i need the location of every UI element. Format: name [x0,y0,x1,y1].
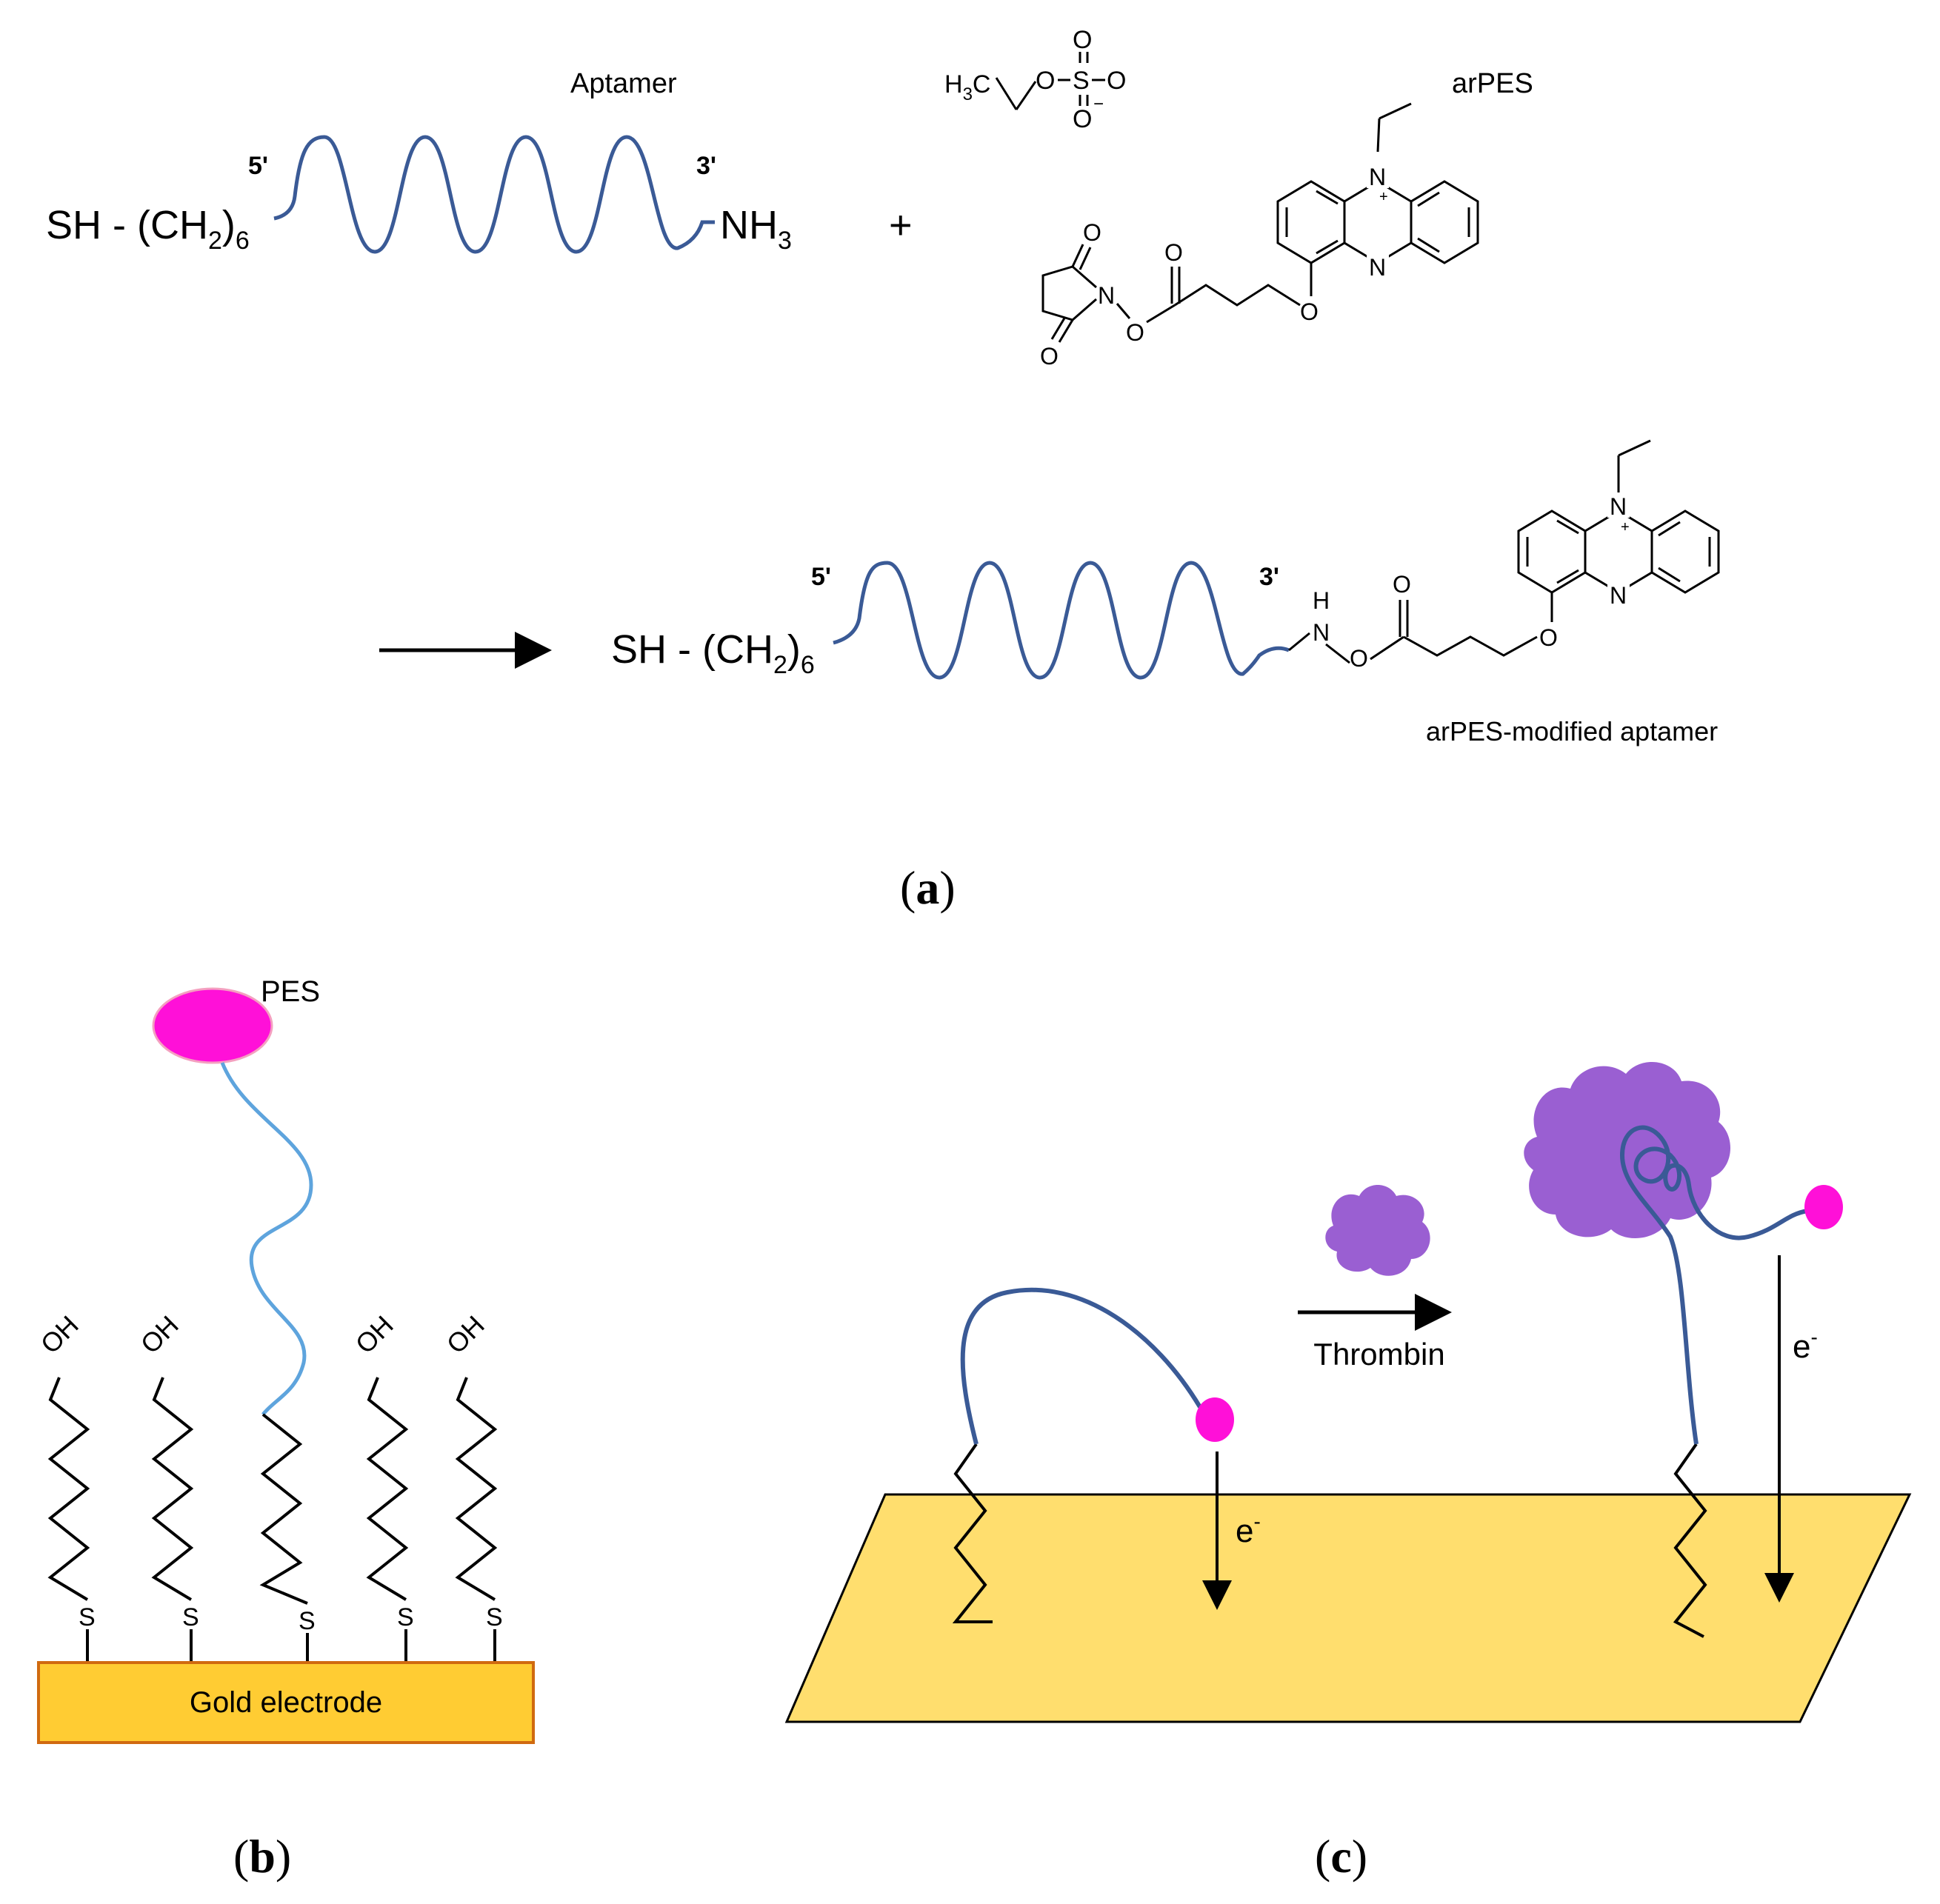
aptamer-label: Aptamer [570,68,677,99]
product-o-ether: O [1539,624,1558,651]
oh-label-4: OH [441,1309,490,1359]
aptamer-strand-reactant [273,135,715,254]
five-prime-label-reactant: 5' [248,152,268,180]
product-label: arPES-modified aptamer [1426,716,1718,746]
aptamer-strand-left [960,1287,1202,1445]
ethyl-sulfate: H3C O S O O O − [944,26,1126,133]
electrode-surface [784,1493,1912,1723]
pes-label: PES [261,975,320,1008]
caption-b: (b) [233,1830,291,1883]
s-label-1: S [79,1603,96,1631]
arpes-o-ether: O [1300,298,1319,325]
sulfate-charge: − [1093,94,1104,114]
three-prime-label-product: 3' [1259,563,1279,591]
arpes-o-carbonyl: O [1164,239,1183,266]
arpes-o-nhs: O [1126,319,1144,346]
sulfate-o-bottom: O [1073,105,1092,133]
product-n: N [1610,582,1627,609]
five-prime-label-product: 5' [811,563,831,591]
arpes-structure: arPES N + N O [1040,68,1533,370]
h3c-text: H3C [944,70,990,104]
plus-sign: + [889,203,913,247]
thrombin-step: Thrombin [1298,1185,1452,1372]
sulfate-o-right: O [1107,67,1126,95]
arpes-n: N [1369,254,1386,281]
aptamer-linker-b [220,1062,313,1416]
gold-electrode [37,1661,535,1744]
unbound-aptamer: e- [952,1287,1261,1623]
aptamer-strand-product [833,561,1290,680]
caption-a: (a) [900,861,956,914]
oh-label-3: OH [350,1309,399,1359]
arpes-o-succ-bottom: O [1040,343,1059,370]
sulfate-o-top: O [1073,26,1092,54]
reactant-aptamer: Aptamer 5' 3' SH - (CH2)6 NH3 [46,68,792,255]
electron-label-right: e- [1793,1326,1818,1365]
sh-linker-text-product: SH - (CH2)6 [611,627,815,679]
pes-dot-right [1804,1185,1843,1229]
thrombin-large [1524,1061,1731,1238]
s-label-4: S [397,1603,414,1631]
panel-c: e- Thrombin e- (c) [784,1061,1912,1883]
oh-label-1: OH [35,1309,84,1359]
nh3-text: NH3 [720,203,792,255]
arpes-n-plus: N [1369,164,1386,190]
arpes-n-succinimide: N [1098,282,1115,309]
arpes-label: arPES [1452,68,1533,99]
electron-label-left: e- [1236,1510,1261,1549]
bound-aptamer: e- [1524,1061,1843,1638]
gold-electrode-label: Gold electrode [190,1686,382,1719]
caption-c: (c) [1315,1830,1367,1883]
anchor-left [952,1443,993,1623]
s-label-5: S [486,1603,503,1631]
product-o-carbonyl: O [1393,571,1411,598]
product-n-charge: + [1621,519,1630,535]
thrombin-small [1325,1185,1430,1276]
sulfate-s: S [1073,67,1090,95]
oh-label-2: OH [135,1309,184,1359]
product-arpes: H N O O O N + N [1288,439,1720,746]
s-label-2: S [182,1603,199,1631]
panel-b: PES OH OH OH OH S S S S S Gold electrode… [35,975,535,1883]
three-prime-label-reactant: 3' [696,152,716,180]
pes-dot-left [1196,1397,1234,1442]
arpes-o-succ-top: O [1083,219,1101,246]
anchor-right [1673,1443,1707,1638]
product-n: N [1313,619,1330,646]
product-aptamer: 5' 3' SH - (CH2)6 [611,561,1290,680]
sam-chains [47,1377,498,1663]
s-label-3: S [299,1607,316,1635]
pes-molecule [152,987,273,1064]
aptamer-strand-right [1619,1125,1808,1445]
product-n-plus: N [1610,493,1627,520]
product-o-link: O [1350,645,1368,672]
arpes-n-charge: + [1379,189,1388,205]
thrombin-label: Thrombin [1313,1337,1444,1372]
sh-linker-text-reactant: SH - (CH2)6 [46,203,250,255]
panel-a: Aptamer 5' 3' SH - (CH2)6 NH3 + H3C O S … [46,26,1720,914]
sulfate-o-ester: O [1036,67,1055,95]
product-h: H [1313,587,1330,614]
